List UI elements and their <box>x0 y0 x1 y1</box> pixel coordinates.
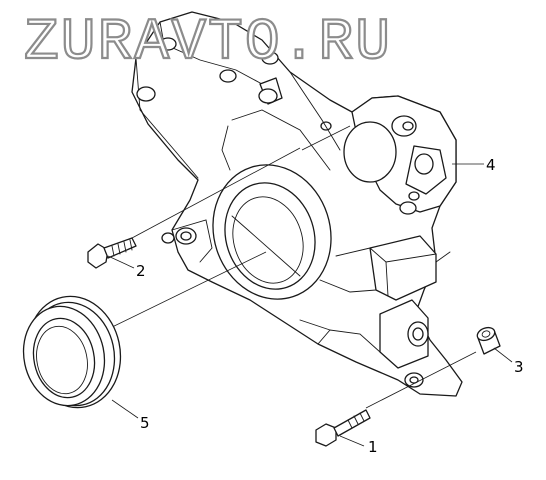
callout-1: 1 <box>368 438 378 456</box>
dowel-part-3 <box>476 326 501 355</box>
callout-2: 2 <box>136 262 146 280</box>
assembly-lines <box>105 125 477 409</box>
bolt-part-2 <box>87 237 137 269</box>
callout-4: 4 <box>486 156 496 174</box>
front-cover-housing <box>131 11 463 397</box>
watermark: ZURAVTO.RU <box>24 11 392 76</box>
callout-3: 3 <box>514 358 524 376</box>
oil-seal-part-5 <box>22 295 122 409</box>
callout-leaders <box>107 163 513 447</box>
callout-5: 5 <box>140 414 150 432</box>
bolt-part-1 <box>315 409 371 447</box>
